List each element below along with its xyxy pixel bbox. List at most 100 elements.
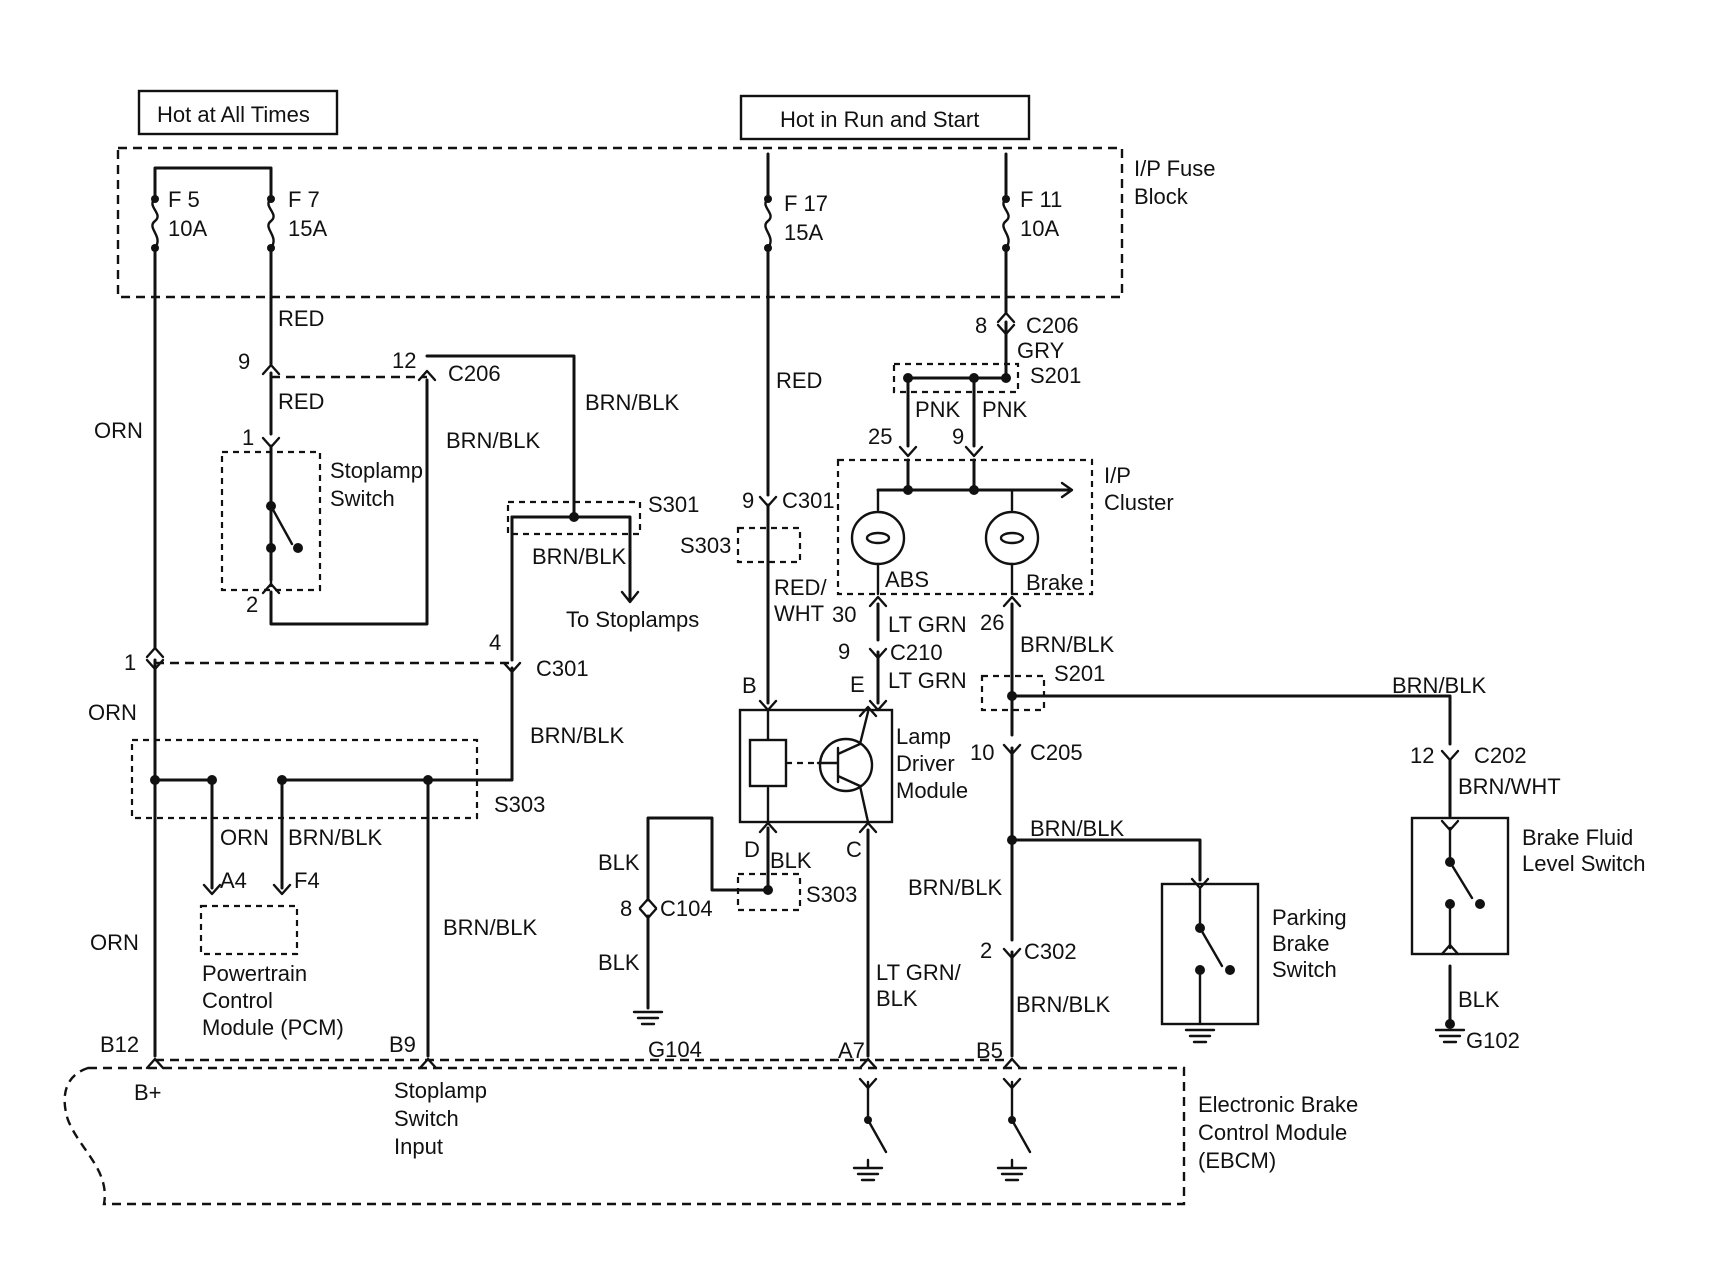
fuse-f17: F 17 15A	[764, 191, 828, 252]
pin-b5: B5	[976, 1038, 1003, 1063]
wire-label-red-wht-2: WHT	[774, 601, 824, 626]
wire-label-orn-pcm: ORN	[220, 825, 269, 850]
wire-label-orn-2: ORN	[88, 700, 137, 725]
svg-text:G102: G102	[1466, 1028, 1520, 1053]
svg-text:Control: Control	[202, 988, 273, 1013]
connector-c205: C205	[1030, 740, 1083, 765]
wire-label-blk-2: BLK	[598, 950, 640, 975]
pin-c-ldm: C	[846, 837, 862, 862]
pin-a4: A4	[220, 868, 247, 893]
svg-text:Control Module: Control Module	[1198, 1120, 1347, 1145]
wire-stoplamp-switch	[269, 246, 429, 626]
pin-9-c206: 9	[238, 349, 250, 374]
svg-text:F 11: F 11	[1020, 187, 1062, 212]
svg-text:G104: G104	[648, 1037, 702, 1062]
connector-c202: C202	[1474, 743, 1527, 768]
hot-in-run-start-label: Hot in Run and Start	[780, 107, 979, 132]
svg-text:S201: S201	[1030, 363, 1081, 388]
pin-b-ldm: B	[742, 673, 757, 698]
fuse-block-label-1: I/P Fuse	[1134, 156, 1216, 181]
pin-9-c301: 9	[742, 488, 754, 513]
fuse-f5: F 5 10A	[151, 187, 207, 252]
svg-text:Driver: Driver	[896, 751, 955, 776]
lamp-driver-module	[738, 705, 894, 824]
s201-splice-top: S201	[892, 362, 1081, 394]
s301-label: S301	[648, 492, 699, 517]
pin-e-ldm: E	[850, 672, 865, 697]
wire-label-blk-1: BLK	[598, 850, 640, 875]
svg-text:Stoplamp: Stoplamp	[394, 1078, 487, 1103]
wire-label-brn-blk-s301b: BRN/BLK	[532, 544, 626, 569]
wire-label-brn-blk-b9: BRN/BLK	[443, 915, 537, 940]
wire-label-red-1: RED	[278, 306, 324, 331]
wire-blk-g104	[646, 816, 770, 902]
ebcm	[63, 1057, 1186, 1206]
powertrain-control-module: A4 F4 Powertrain Control Module (PCM)	[199, 868, 344, 1040]
b-plus-label: B+	[134, 1080, 162, 1105]
wire-label-brn-blk-s301: BRN/BLK	[585, 390, 679, 415]
wire-parking-brake	[1010, 838, 1202, 882]
wire-label-lt-grn-blk-1: LT GRN/	[876, 960, 962, 985]
fuse-block-label-2: Block	[1134, 184, 1189, 209]
svg-text:Level Switch: Level Switch	[1522, 851, 1646, 876]
pin-30-cluster: 30	[832, 602, 856, 627]
connector-c206-left: C206	[448, 361, 501, 386]
connector-c206-right: C206	[1026, 313, 1079, 338]
svg-text:10A: 10A	[1020, 216, 1059, 241]
pin-26-cluster: 26	[980, 610, 1004, 635]
pin-2-c302: 2	[980, 938, 992, 963]
run-start-feeds	[766, 152, 1008, 201]
hot-in-run-start-box: Hot in Run and Start	[739, 94, 1031, 141]
svg-text:F 5: F 5	[168, 187, 200, 212]
pin-8-c104: 8	[620, 896, 632, 921]
parking-brake-switch[interactable]	[1160, 877, 1260, 1044]
wire-label-orn-1: ORN	[94, 418, 143, 443]
svg-text:Powertrain: Powertrain	[202, 961, 307, 986]
wire-label-blk-d: BLK	[770, 848, 812, 873]
pin-b9: B9	[389, 1032, 416, 1057]
s303-left-label: S303	[494, 792, 545, 817]
pin-2-stoplamp: 2	[246, 592, 258, 617]
hot-at-all-times-label: Hot at All Times	[157, 102, 310, 127]
pin-b12: B12	[100, 1032, 139, 1057]
svg-text:Brake Fluid: Brake Fluid	[1522, 825, 1633, 850]
wire-label-gry: GRY	[1017, 338, 1065, 363]
svg-text:Parking: Parking	[1272, 905, 1347, 930]
wire-label-blk-g102: BLK	[1458, 987, 1500, 1012]
pin-9-cluster: 9	[952, 424, 964, 449]
fuse-f11: F 11 10A	[1002, 187, 1062, 252]
svg-text:Lamp: Lamp	[896, 724, 951, 749]
stoplamp-switch[interactable]	[220, 450, 322, 592]
s303-label-top: S303	[680, 533, 731, 558]
svg-text:Switch: Switch	[1272, 957, 1337, 982]
wire-c206-s301	[425, 354, 576, 519]
svg-text:Electronic Brake: Electronic Brake	[1198, 1092, 1358, 1117]
wire-label-brn-wht: BRN/WHT	[1458, 774, 1561, 799]
pin-12-c206: 12	[392, 348, 416, 373]
wire-label-lt-grn-1: LT GRN	[888, 612, 967, 637]
wire-label-red-wht-1: RED/	[774, 575, 827, 600]
svg-text:15A: 15A	[784, 220, 823, 245]
svg-text:Cluster: Cluster	[1104, 490, 1174, 515]
brake-lamp-label: Brake	[1026, 570, 1083, 595]
pin-12-c202: 12	[1410, 743, 1434, 768]
connector-c301-left: C301	[536, 656, 589, 681]
wire-label-brn-blk-sw: BRN/BLK	[446, 428, 540, 453]
wire-label-brn-blk-s303: BRN/BLK	[530, 723, 624, 748]
pin-1-stoplamp: 1	[242, 425, 254, 450]
pin-8-c206: 8	[975, 313, 987, 338]
pin-4-c301: 4	[489, 630, 501, 655]
svg-text:(EBCM): (EBCM)	[1198, 1148, 1276, 1173]
connector-c210: C210	[890, 640, 943, 665]
wire-label-lt-grn-2: LT GRN	[888, 668, 967, 693]
svg-text:Stoplamp: Stoplamp	[330, 458, 423, 483]
wire-label-red-3: RED	[776, 368, 822, 393]
always-hot-bus	[153, 166, 273, 201]
ground-g102: G102	[1434, 1028, 1520, 1053]
abs-lamp-label: ABS	[885, 567, 929, 592]
hot-at-all-times-box: Hot at All Times	[137, 89, 339, 136]
ip-fuse-block: I/P Fuse Block	[116, 146, 1216, 299]
brake-fluid-level-switch[interactable]	[1410, 816, 1510, 956]
s303-label-bottom: S303	[806, 882, 857, 907]
